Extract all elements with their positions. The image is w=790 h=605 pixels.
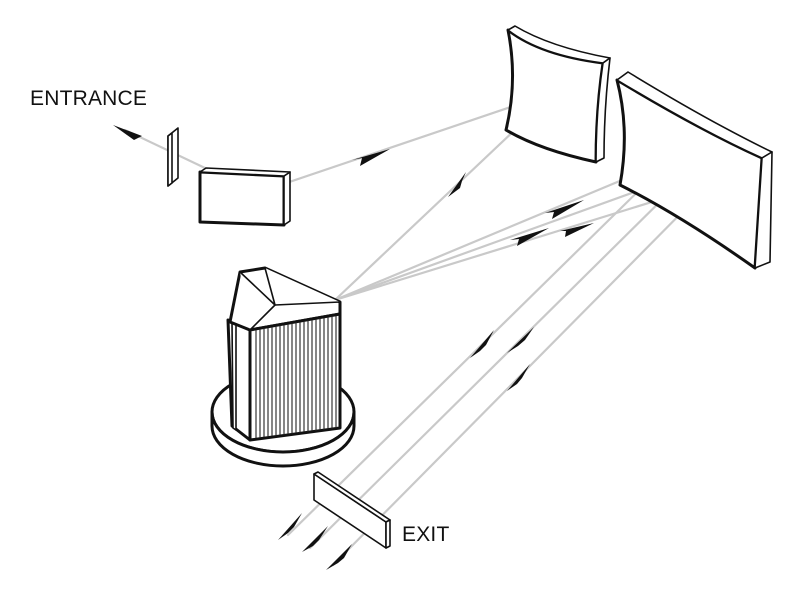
camera-to-exit-beam-2 [308,170,692,550]
camera-arrow-3 [507,364,530,391]
entrance-slit [167,127,179,187]
camera-arrow-2 [507,327,534,353]
exit-label: EXIT [402,523,450,546]
grating-assembly [210,266,356,468]
exit-arrow-2 [302,526,328,552]
exit-arrow-3 [326,544,352,570]
collimator-mirror [504,25,611,164]
grating-rulings [255,316,337,438]
beam-arrows [113,125,594,570]
grating-arrow-1 [545,200,584,219]
grating-arrow-2 [510,228,549,246]
entrance-arrow [113,125,142,140]
camera-arrow-1 [470,330,494,358]
grating-to-camera-beam-2 [333,170,692,302]
camera-mirror [615,71,773,270]
entrance-label: ENTRANCE [30,87,148,110]
grating-arrow-3 [560,223,594,237]
fold-mirror [198,167,291,227]
exit-arrow-1 [278,513,302,540]
fold-to-collimator-beam [246,90,557,198]
collimator-arrow [448,172,466,197]
fold-arrow [352,149,390,166]
grating-to-camera-beam-1 [333,158,672,302]
exit-plane [313,471,391,549]
